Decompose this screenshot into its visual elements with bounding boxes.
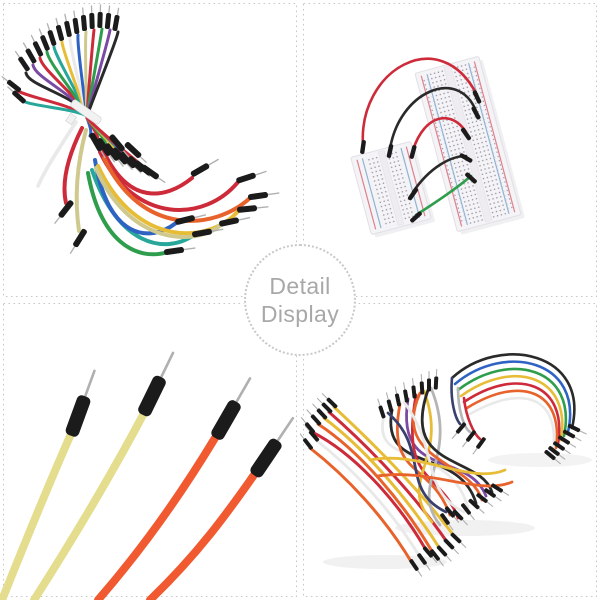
breadboard-small	[350, 141, 435, 238]
photo-three-wire-sets	[300, 300, 600, 600]
breadboard-large	[414, 56, 525, 235]
photo-breadboards-with-jumpers	[300, 0, 600, 300]
detail-display-badge: Detail Display	[244, 244, 356, 356]
badge-line-2: Display	[260, 301, 340, 327]
closeup-wires	[0, 411, 258, 600]
photo-jumper-wire-bundle	[0, 0, 300, 300]
wire-set-middle	[368, 386, 514, 527]
wire-bundle-illustration	[0, 4, 280, 257]
photo-wire-pin-tips-closeup	[0, 300, 300, 600]
cable-tie	[36, 99, 102, 188]
badge-line-1: Detail	[269, 273, 331, 299]
wire-set-right	[450, 353, 576, 453]
wire-set-left	[308, 405, 456, 565]
